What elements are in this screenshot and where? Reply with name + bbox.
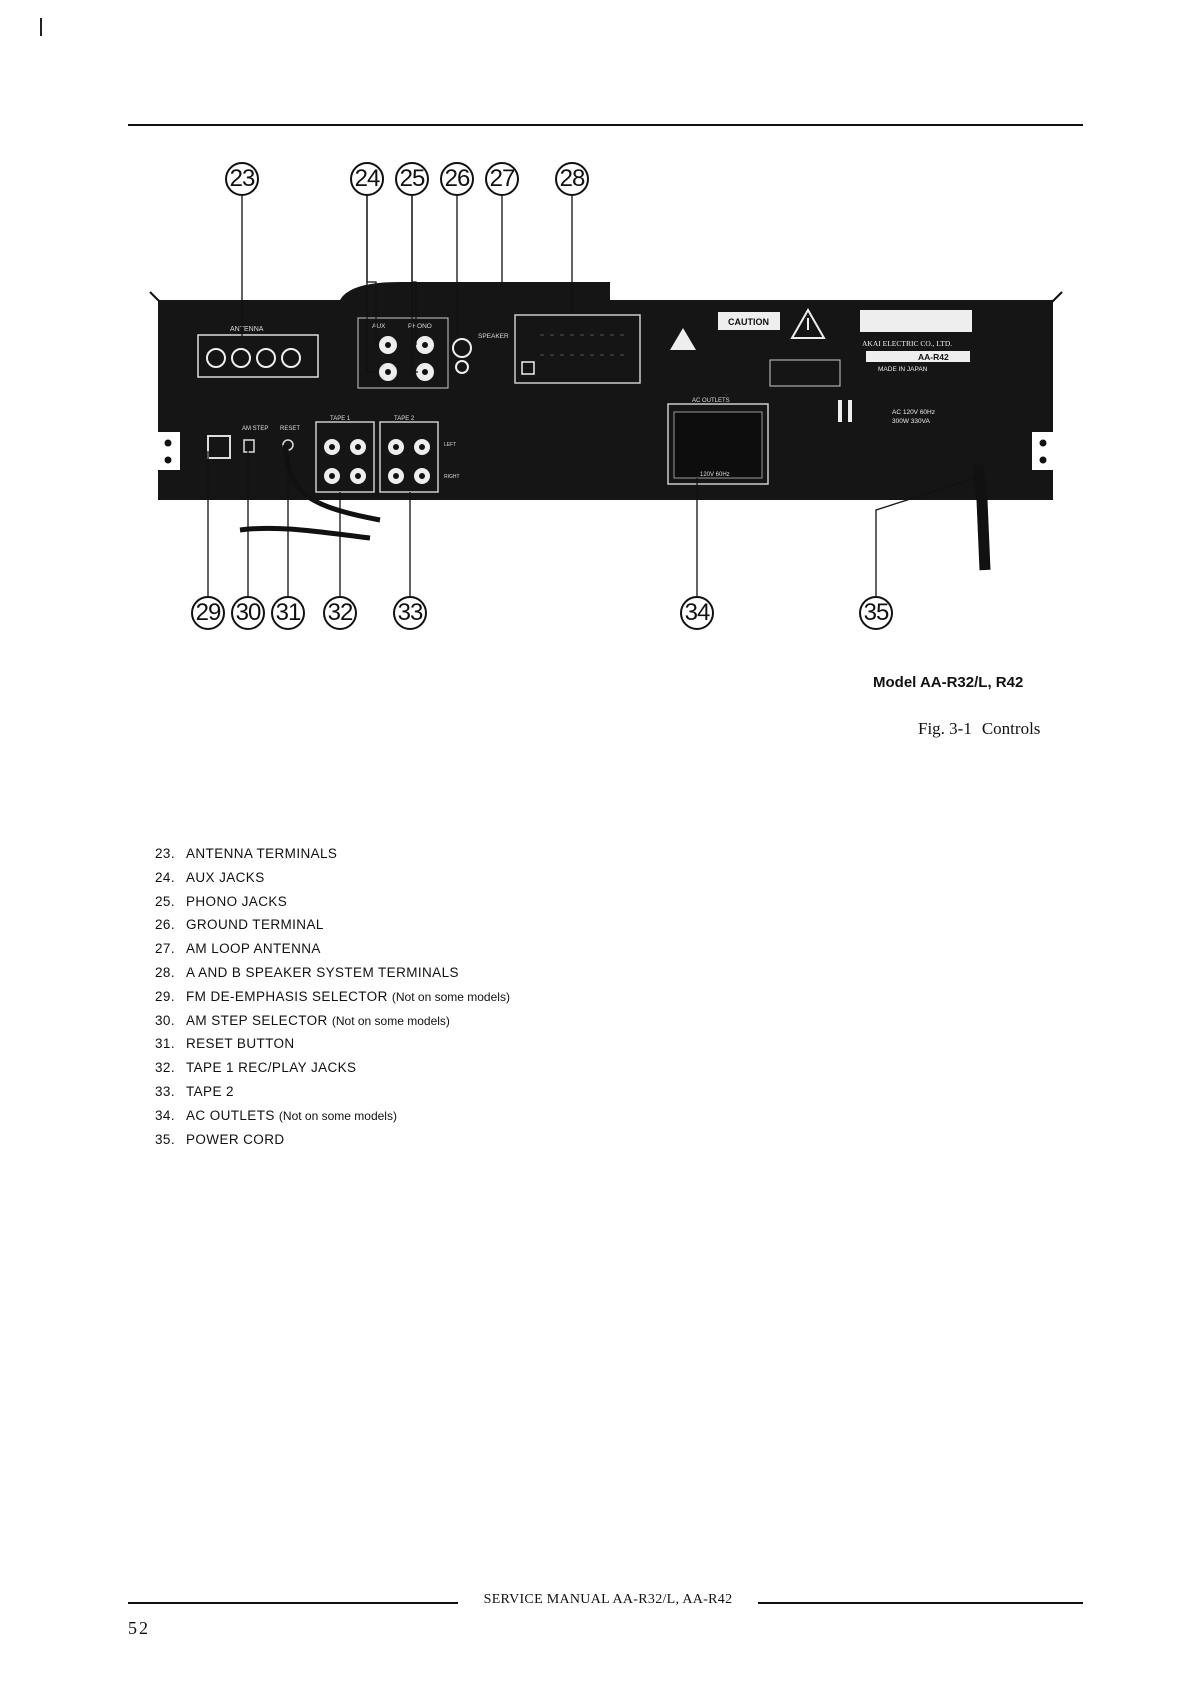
- legend-item: 33. TAPE 2: [155, 1080, 510, 1104]
- maker-text: AKAI ELECTRIC CO., LTD.: [862, 339, 952, 348]
- tape-jacks: TAPE 1 TAPE 2 LEFT RIGHT: [315, 416, 460, 493]
- callout-30: 30: [231, 596, 265, 630]
- speaker-label: SPEAKER: [478, 333, 509, 340]
- rear-panel-illustration: ANTENNA AUX PHONO SPEAKER: [149, 196, 1063, 618]
- legend-text: GROUND TERMINAL: [186, 917, 324, 933]
- tape2-label: TAPE 2: [394, 416, 415, 422]
- aux-phono-jacks: AUX PHONO: [357, 317, 472, 389]
- controls-legend: 23. ANTENNA TERMINALS 24. AUX JACKS 25. PHO…: [155, 842, 510, 1151]
- legend-item: 24. AUX JACKS: [155, 866, 510, 890]
- antenna-terminals: ANTENNA: [197, 326, 319, 378]
- power-rating-1: AC 120V 60Hz: [892, 409, 935, 416]
- model-plate-text: AA-R42: [918, 352, 949, 362]
- legend-item: 31. RESET BUTTON: [155, 1032, 510, 1056]
- legend-text: POWER CORD: [186, 1131, 285, 1147]
- callout-34: 34: [680, 596, 714, 630]
- legend-text: TAPE 1 REC/PLAY JACKS: [186, 1060, 357, 1076]
- callout-35: 35: [859, 596, 893, 630]
- made-in-text: MADE IN JAPAN: [878, 366, 928, 373]
- power-cord: [972, 464, 991, 571]
- lower-controls: AM STEP RESET: [207, 426, 300, 459]
- legend-item: 32. TAPE 1 REC/PLAY JACKS: [155, 1056, 510, 1080]
- legend-number: 27.: [155, 941, 175, 957]
- antenna-label: ANTENNA: [230, 326, 264, 333]
- legend-text: AM LOOP ANTENNA: [186, 941, 321, 957]
- legend-item: 28. A AND B SPEAKER SYSTEM TERMINALS: [155, 961, 510, 985]
- aux-label: AUX: [372, 323, 386, 330]
- am-step-label: AM STEP: [242, 426, 268, 432]
- legend-note: (Not on some models): [278, 1108, 397, 1123]
- model-label: Model AA-R32/L, R42: [873, 674, 1024, 691]
- legend-text: TAPE 2: [186, 1083, 234, 1099]
- legend-number: 29.: [155, 988, 175, 1004]
- legend-number: 31.: [155, 1036, 175, 1052]
- header-rule: [128, 124, 1083, 126]
- legend-number: 30.: [155, 1012, 175, 1028]
- legend-number: 32.: [155, 1060, 175, 1076]
- legend-text: AUX JACKS: [186, 869, 265, 885]
- footer-title: SERVICE MANUAL AA-R32/L, AA-R42: [483, 1592, 733, 1607]
- callout-26: 26: [440, 162, 474, 196]
- legend-text: AC OUTLETS: [186, 1107, 275, 1123]
- legend-item: 30. AM STEP SELECTOR (Not on some models): [155, 1009, 510, 1033]
- legend-number: 28.: [155, 964, 175, 980]
- model-plate: AKAI ELECTRIC CO., LTD. AA-R42 MADE IN J…: [860, 310, 972, 425]
- figure-caption: Fig. 3-1 Controls: [918, 719, 1040, 739]
- legend-number: 26.: [155, 917, 175, 933]
- callout-28: 28: [555, 162, 589, 196]
- ac-outlets: AC OUTLETS 120V 60Hz: [667, 398, 852, 485]
- legend-item: 34. AC OUTLETS (Not on some models): [155, 1104, 510, 1128]
- legend-item: 27. AM LOOP ANTENNA: [155, 937, 510, 961]
- legend-number: 34.: [155, 1107, 175, 1123]
- callout-29: 29: [191, 596, 225, 630]
- callout-23: 23: [225, 162, 259, 196]
- legend-note: (Not on some models): [331, 1013, 450, 1028]
- callout-33: 33: [393, 596, 427, 630]
- legend-number: 23.: [155, 846, 175, 861]
- footer-rule-left: [128, 1602, 458, 1604]
- legend-number: 25.: [155, 893, 175, 909]
- reset-label: RESET: [280, 426, 300, 432]
- legend-text: A AND B SPEAKER SYSTEM TERMINALS: [186, 964, 459, 980]
- legend-number: 33.: [155, 1083, 175, 1099]
- scan-mark: [40, 18, 42, 36]
- legend-text: FM DE-EMPHASIS SELECTOR: [186, 988, 388, 1004]
- callout-24: 24: [350, 162, 384, 196]
- rear-panel-figure: ANTENNA AUX PHONO SPEAKER: [140, 160, 1080, 650]
- caution-text: CAUTION: [728, 317, 769, 327]
- ac-outlets-label: AC OUTLETS: [692, 398, 730, 404]
- footer-rule-right: [758, 1602, 1083, 1604]
- tape1-label: TAPE 1: [330, 416, 351, 422]
- legend-text: ANTENNA TERMINALS: [186, 846, 338, 861]
- legend-text: PHONO JACKS: [186, 893, 288, 909]
- left-label: LEFT: [444, 442, 456, 448]
- phono-label: PHONO: [408, 323, 432, 330]
- legend-item: 25. PHONO JACKS: [155, 890, 510, 914]
- legend-item: 35. POWER CORD: [155, 1128, 510, 1152]
- legend-number: 35.: [155, 1131, 175, 1147]
- legend-item: 29. FM DE-EMPHASIS SELECTOR (Not on some …: [155, 985, 510, 1009]
- callout-31: 31: [271, 596, 305, 630]
- legend-number: 24.: [155, 869, 175, 885]
- figure-number: Fig. 3-1: [918, 719, 972, 738]
- legend-item: 26. GROUND TERMINAL: [155, 913, 510, 937]
- page-number: 52: [128, 1618, 150, 1638]
- legend-item: 23. ANTENNA TERMINALS: [155, 842, 510, 866]
- callout-25: 25: [395, 162, 429, 196]
- callout-27: 27: [485, 162, 519, 196]
- ac-rating-label: 120V 60Hz: [700, 472, 730, 478]
- power-rating-2: 300W 330VA: [892, 418, 930, 425]
- callout-32: 32: [323, 596, 357, 630]
- legend-text: AM STEP SELECTOR: [186, 1012, 328, 1028]
- am-loop-cord: [282, 444, 381, 523]
- speaker-terminals: SPEAKER: [478, 314, 641, 384]
- right-label: RIGHT: [444, 474, 460, 480]
- chassis-panel: [158, 300, 1053, 500]
- figure-title: Controls: [981, 719, 1041, 738]
- legend-note: (Not on some models): [391, 989, 510, 1004]
- legend-text: RESET BUTTON: [186, 1036, 295, 1052]
- caution-label: CAUTION: [670, 307, 841, 387]
